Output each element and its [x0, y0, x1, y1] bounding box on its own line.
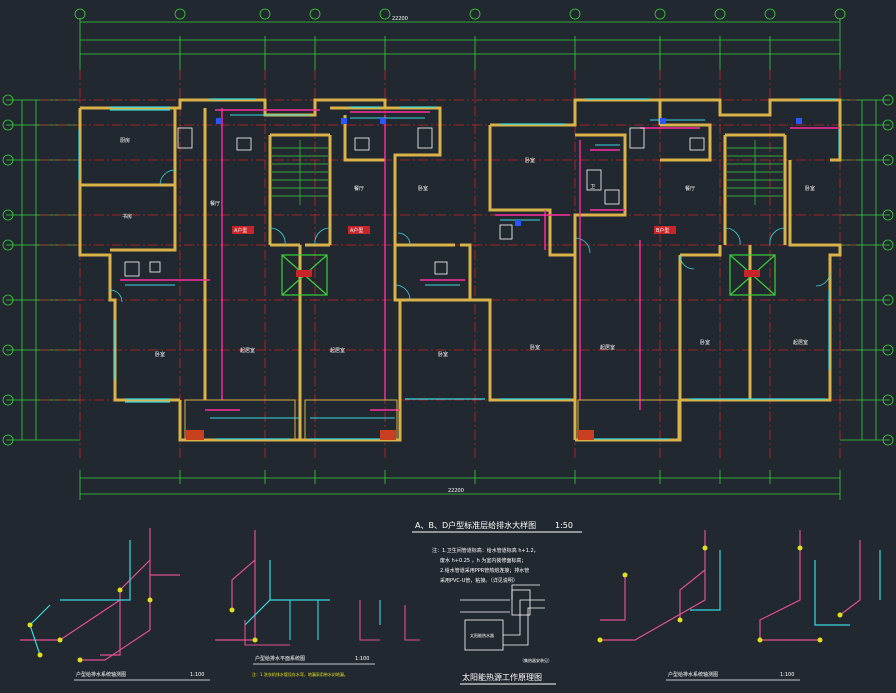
unit-tag-1-bg — [232, 226, 254, 234]
note-line-1: 注：1.卫生间管道标高：给水管道标高 h+1.2， — [432, 547, 539, 554]
room-bed-left: 卧室 — [155, 351, 165, 358]
unit-tag-3-bg — [654, 226, 676, 234]
left-system-title: 户型给排水系统轴测图 — [76, 671, 126, 678]
room-living-mid: 起居室 — [330, 347, 345, 354]
room-bed-center-2: 卧室 — [530, 344, 540, 351]
room-living-center: 起居室 — [600, 344, 615, 351]
note-line-2: 废水 h+0.25 ，h 为室内装修面标高； — [440, 557, 526, 564]
right-isometric-fixtures — [597, 545, 843, 643]
note-line-3: 2.给水管道采用PPR管热熔连接；排水管 — [440, 567, 529, 574]
balcony-slabs — [184, 399, 679, 441]
right-isometric-system — [600, 530, 881, 641]
right-dimension-chain — [840, 94, 894, 446]
drain-pipes — [120, 108, 840, 411]
room-bed2-mid: 卧室 — [438, 351, 448, 358]
balcony-drain-mid — [380, 430, 396, 440]
main-drawing-title: A、B、D户型标准层给排水大样图 — [415, 520, 536, 530]
unit-tag-3: B户型 — [656, 227, 669, 234]
room-study-left: 书房 — [122, 213, 132, 220]
room-dining-left: 餐厅 — [210, 200, 220, 207]
top-dimension-chain — [79, 18, 841, 70]
mid-isometric-system — [244, 600, 420, 646]
top-total-dimension: 22200 — [392, 16, 408, 22]
building-walls — [78, 98, 842, 442]
stair-hatch — [272, 140, 783, 205]
mid-system-scale: 1:100 — [355, 656, 369, 662]
solar-note: （集热器安装见） — [520, 657, 552, 663]
room-bed-mid: 卧室 — [418, 185, 428, 192]
room-living-left: 起居室 — [240, 347, 255, 354]
left-isometric-fixtures — [27, 587, 258, 663]
top-grid-bubbles — [74, 8, 846, 20]
mid-system-note: 注：1.洗衣机排水管设存水弯，地漏采用带水封地漏。 — [252, 671, 348, 677]
elevator-machine-right — [744, 270, 760, 277]
elevator-machine-left — [296, 270, 312, 277]
unit-tag-2-bg — [348, 226, 370, 234]
room-kitchen-left: 厨房 — [120, 137, 130, 144]
bottom-total-dimension: 22200 — [448, 488, 464, 494]
sanitary-fixtures — [124, 127, 705, 277]
right-system-title: 户型给排水系统轴测图 — [668, 671, 718, 678]
solar-diagram — [460, 584, 545, 651]
solar-tank-label: 太阳能热水器 — [470, 632, 494, 638]
balcony-drain-left — [186, 430, 204, 440]
room-bed-right: 卧室 — [805, 185, 815, 192]
solar-diagram-title: 太阳能热源工作原理图 — [462, 672, 542, 682]
general-notes: 注：1.卫生间管道标高：给水管道标高 h+1.2， 废水 h+0.25 ，h 为… — [432, 547, 539, 584]
right-system-scale: 1:100 — [780, 672, 794, 678]
room-dining-mid: 餐厅 — [354, 185, 364, 192]
mid-system-title: 户型给排水平面系统图 — [255, 655, 305, 662]
room-dining-right: 餐厅 — [685, 185, 695, 192]
left-system-scale: 1:100 — [190, 672, 204, 678]
room-bed2-right: 卧室 — [700, 339, 710, 346]
left-isometric-system — [20, 528, 330, 661]
window-lines — [78, 98, 840, 440]
unit-tag-1: A户型 — [234, 227, 247, 234]
fixture-markers — [216, 118, 802, 226]
door-swings — [109, 169, 831, 303]
balcony-drain-right — [578, 430, 594, 440]
room-bath-center: 卫 — [590, 184, 595, 190]
bottom-dimension-chain — [79, 470, 841, 500]
note-line-4: 采用PVC-U管，粘接。（详见说明） — [440, 577, 518, 584]
supply-pipes — [125, 114, 705, 419]
room-bed-center: 卧室 — [525, 157, 535, 164]
main-drawing-scale: 1:50 — [555, 521, 573, 530]
room-labels: 厨房 书房 餐厅 卧室 起居室 餐厅 卧室 起居室 卧室 卧室 卧室 起居室 餐… — [120, 137, 815, 358]
room-living-right: 起居室 — [793, 339, 808, 346]
unit-tag-2: A户型 — [350, 227, 363, 234]
